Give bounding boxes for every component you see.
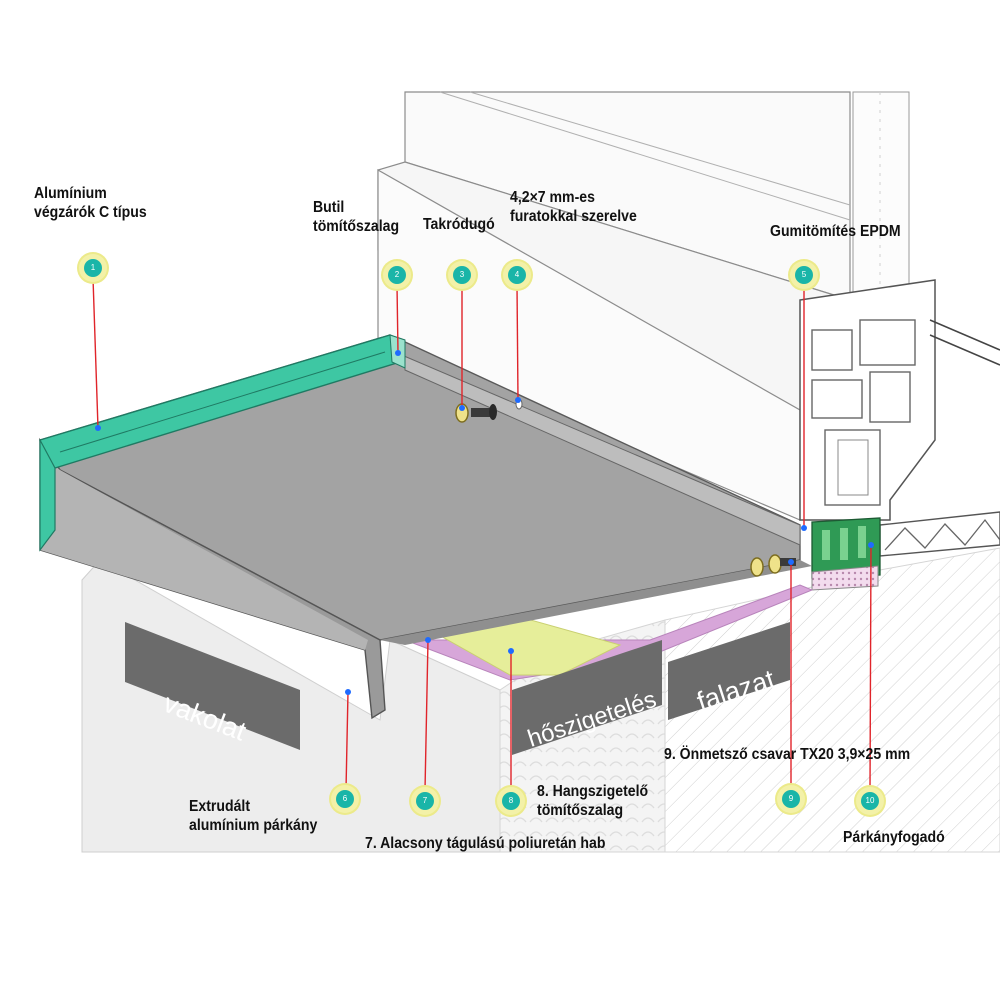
- end-cap: [39, 334, 406, 552]
- callout-9-line-1: 9. Önmetsző csavar TX20 3,9×25 mm: [664, 746, 911, 763]
- callout-6-text: Extrudált alumínium párkány: [189, 797, 317, 835]
- callout-10-line-1: Párkányfogadó: [843, 829, 945, 846]
- vakolat-plate: [125, 622, 300, 750]
- callout-4-line-2: furatokkal szerelve: [510, 208, 637, 225]
- callout-7-text: 7. Alacsony tágulású poliuretán hab: [365, 834, 605, 853]
- badge-3: 3: [453, 266, 471, 284]
- callout-6-line-2: alumínium párkány: [189, 817, 318, 834]
- callout-8-line-1: 8. Hangszigetelő: [537, 783, 649, 800]
- badge-8: 8: [502, 792, 520, 810]
- leader-dots: [95, 350, 874, 695]
- badge-9: 9: [782, 790, 800, 808]
- callout-7-line-1: 7. Alacsony tágulású poliuretán hab: [365, 835, 606, 852]
- badge-6: 6: [336, 790, 354, 808]
- callout-1-text: Alumínium végzárók C típus: [34, 184, 147, 222]
- badge-1: 1: [84, 259, 102, 277]
- truss-profile: [879, 511, 1000, 557]
- callout-2-line-2: tömítőszalag: [313, 218, 400, 235]
- hoszigeteles-plate: [512, 640, 662, 755]
- leader-lines: [92, 277, 872, 791]
- callout-5-text: Gumitömítés EPDM: [770, 222, 901, 241]
- falazat-plate: [668, 622, 790, 720]
- callout-4-line-1: 4,2×7 mm-es: [510, 189, 595, 206]
- callout-3-text: Takródugó: [423, 215, 495, 234]
- sill-receiver: [811, 517, 881, 591]
- badge-5: 5: [795, 266, 813, 284]
- badge-4: 4: [508, 266, 526, 284]
- callout-3-line-1: Takródugó: [423, 216, 495, 233]
- badge-7: 7: [416, 792, 434, 810]
- callout-6-line-1: Extrudált: [189, 798, 251, 815]
- callout-8-line-2: tömítőszalag: [537, 802, 624, 819]
- cap-plug-2: [750, 554, 796, 577]
- callout-4-text: 4,2×7 mm-es furatokkal szerelve: [510, 188, 637, 226]
- callout-8-text: 8. Hangszigetelő tömítőszalag: [537, 782, 648, 820]
- callout-2-text: Butil tömítőszalag: [313, 198, 399, 236]
- callout-1-line-2: végzárók C típus: [34, 204, 147, 221]
- callout-2-line-1: Butil: [313, 199, 345, 216]
- window-frame: [377, 91, 1000, 521]
- badge-10: 10: [861, 792, 879, 810]
- badge-2: 2: [388, 266, 406, 284]
- callout-5-line-1: Gumitömítés EPDM: [770, 223, 901, 240]
- callout-1-line-1: Alumínium: [34, 185, 107, 202]
- callout-10-text: Párkányfogadó: [843, 828, 945, 847]
- callout-9-text: 9. Önmetsző csavar TX20 3,9×25 mm: [664, 745, 910, 764]
